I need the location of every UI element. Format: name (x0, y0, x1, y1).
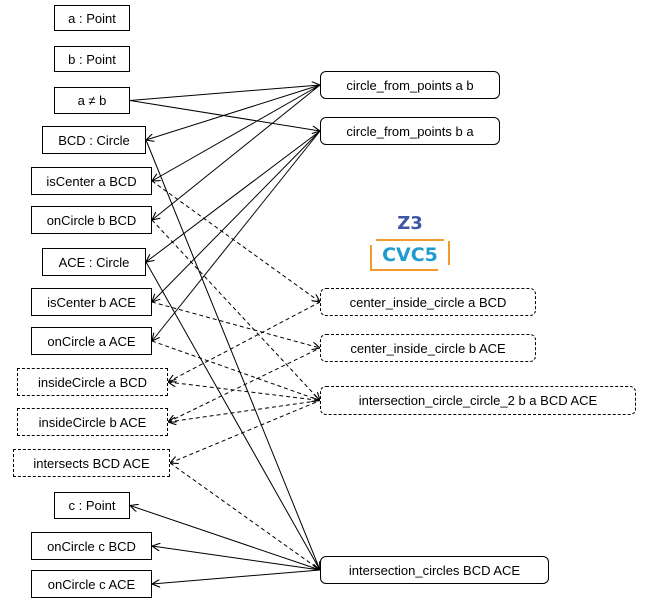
node-iscenter-b-ace: isCenter b ACE (31, 288, 152, 316)
edge-bcd_circle-ic_bcd_ace (145, 139, 320, 570)
node-insidecircle-b-ace: insideCircle b ACE (17, 408, 168, 436)
node-oncircle-c-ace: onCircle c ACE (31, 570, 152, 598)
edge-a_neq_b-cfp_ba (129, 100, 320, 132)
edge-cic_b_ace-insidecircle_b_ace (168, 347, 321, 422)
edge-cic_a_bcd-insidecircle_a_bcd (168, 301, 321, 382)
node-bcd-circle: BCD : Circle (42, 126, 146, 154)
node-intersects-bcd-ace: intersects BCD ACE (13, 449, 170, 477)
edge-ic_bcd_ace-oncircle_c_ace (152, 569, 321, 584)
edge-ace_circle-ic_bcd_ace (145, 261, 320, 570)
cvc5-logo: CVC5 (370, 239, 450, 271)
edge-ic_bcd_ace-oncircle_c_bcd (152, 546, 321, 571)
edge-cfp_ab-bcd_circle (146, 84, 321, 140)
node-iscenter-a-bcd: isCenter a BCD (31, 167, 152, 195)
edge-cfp_ab-oncircle_b_bcd (152, 84, 321, 220)
node-oncircle-a-ace: onCircle a ACE (31, 327, 152, 355)
edge-iscenter_a_bcd-cic_a_bcd (151, 180, 320, 302)
edge-cfp_ba-iscenter_b_ace (152, 130, 321, 302)
node-b-point: b : Point (54, 46, 130, 72)
node-circle-from-points-b-a: circle_from_points b a (320, 117, 500, 145)
cvc5-logo-text: CVC5 (382, 244, 438, 266)
edge-cfp_ba-ace_circle (146, 130, 321, 262)
node-ace-circle: ACE : Circle (42, 248, 146, 276)
edge-oncircle_a_ace-icc2 (151, 340, 320, 401)
edge-cfp_ba-oncircle_a_ace (152, 130, 321, 341)
edge-a_neq_b-cfp_ab (129, 85, 320, 101)
cvc5-frame-right (448, 241, 450, 265)
node-circle-from-points-a-b: circle_from_points a b (320, 71, 500, 99)
edge-iscenter_b_ace-cic_b_ace (151, 301, 320, 348)
cvc5-frame-left (370, 245, 372, 269)
node-c-point: c : Point (54, 492, 130, 519)
node-oncircle-b-bcd: onCircle b BCD (31, 206, 152, 234)
edge-cfp_ab-iscenter_a_bcd (152, 84, 321, 181)
cvc5-frame-bottom (370, 269, 438, 271)
node-center-inside-circle-b-ace: center_inside_circle b ACE (320, 334, 536, 362)
node-intersection-circles-bcd-ace: intersection_circles BCD ACE (320, 556, 549, 584)
edge-icc2-insidecircle_a_bcd (168, 382, 321, 401)
edge-icc2-intersects_bcd_ace (170, 400, 321, 464)
edge-oncircle_b_bcd-icc2 (151, 219, 320, 401)
node-intersection-circle-circle-2: intersection_circle_circle_2 b a BCD ACE (320, 386, 636, 415)
node-a-point: a : Point (54, 5, 130, 31)
cvc5-frame-top (376, 239, 444, 241)
edge-ic_bcd_ace-c_point (130, 506, 321, 571)
edge-icc2-insidecircle_b_ace (168, 400, 321, 423)
node-oncircle-c-bcd: onCircle c BCD (31, 532, 152, 560)
edge-intersects_bcd_ace-ic_bcd_ace (169, 462, 320, 570)
node-center-inside-circle-a-bcd: center_inside_circle a BCD (320, 288, 536, 316)
node-a-neq-b: a ≠ b (54, 87, 130, 114)
node-insidecircle-a-bcd: insideCircle a BCD (17, 368, 168, 396)
z3-logo: Z3 (397, 212, 423, 234)
